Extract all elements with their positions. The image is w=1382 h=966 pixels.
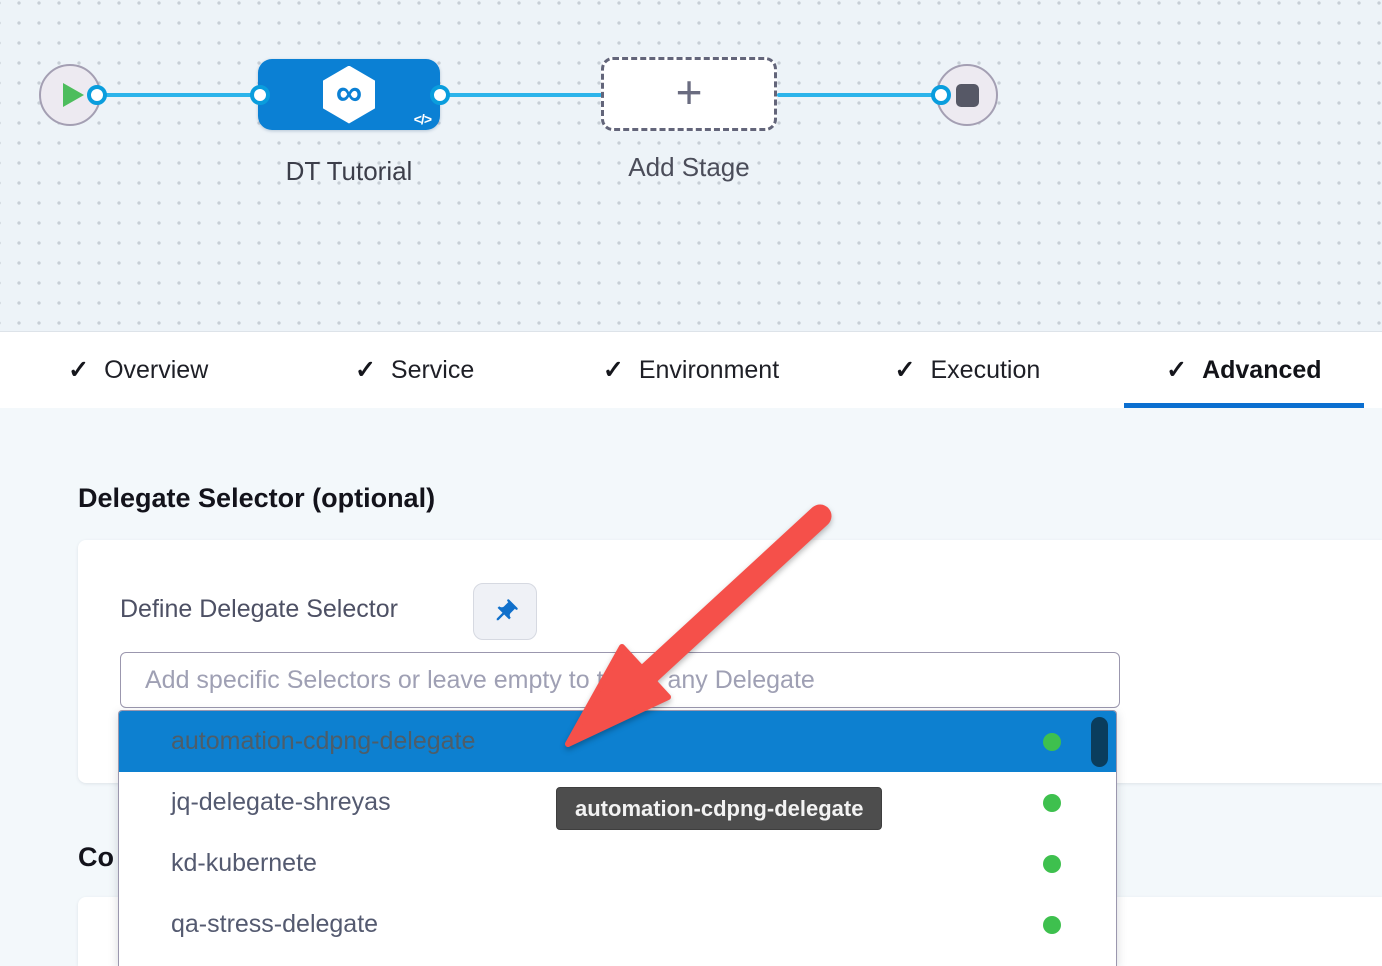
add-stage-button[interactable]: + [601,57,777,131]
check-icon: ✓ [894,356,916,384]
dropdown-scrollbar-thumb[interactable] [1091,717,1108,767]
dropdown-item-jq-delegate-shreyas[interactable]: jq-delegate-shreyas [119,772,1116,833]
pipeline-edge [440,93,602,97]
dropdown-item-label: automation-cdpng-delegate [171,727,476,755]
connector-port[interactable] [931,85,951,105]
delegate-dropdown-menu: automation-cdpng-delegate jq-delegate-sh… [118,710,1117,966]
connector-port[interactable] [250,85,270,105]
healthy-status-dot [1043,732,1061,751]
pushpin-icon [496,598,518,620]
check-icon: ✓ [1166,356,1188,384]
code-icon: </> [413,111,432,127]
pipeline-canvas[interactable]: ∞ </> DT Tutorial + Add Stage [0,0,1382,332]
tab-label: Service [390,355,475,384]
stage-label: DT Tutorial [285,156,413,186]
plus-icon: + [675,66,703,118]
delegate-selector-input[interactable] [120,652,1120,708]
tab-label: Execution [930,355,1041,384]
dropdown-item-label: kd-kubernete [171,849,317,877]
tab-label: Environment [638,355,780,384]
tab-service[interactable]: ✓ Service [276,332,552,408]
add-stage-label: Add Stage [628,152,750,182]
stage-node-dt-tutorial[interactable]: ∞ </> [258,59,440,130]
tab-execution[interactable]: ✓ Execution [829,332,1105,408]
pipeline-edge [97,93,262,97]
connector-port[interactable] [430,85,450,105]
tab-label: Advanced [1202,355,1322,384]
play-icon [62,83,84,107]
healthy-status-dot [1043,915,1061,934]
stage-tabbar: ✓ Overview ✓ Service ✓ Environment ✓ Exe… [0,332,1382,408]
stop-icon [955,83,979,107]
tab-overview[interactable]: ✓ Overview [0,332,276,408]
tab-environment[interactable]: ✓ Environment [553,332,829,408]
delegate-selector-heading: Delegate Selector (optional) [78,483,436,513]
dropdown-item-qa-stress-delegate[interactable]: qa-stress-delegate [119,894,1116,955]
pipeline-edge [777,93,942,97]
harness-cd-icon: ∞ [323,65,375,124]
healthy-status-dot [1043,854,1061,873]
partially-hidden-section-heading: Co [78,842,114,872]
tab-label: Overview [104,355,209,384]
check-icon: ✓ [602,356,624,384]
dropdown-item-automation-cdpng-delegate[interactable]: automation-cdpng-delegate [119,711,1116,772]
check-icon: ✓ [354,356,376,384]
healthy-status-dot [1043,793,1061,812]
connector-port[interactable] [87,85,107,105]
check-icon: ✓ [68,356,90,384]
pin-button[interactable] [473,583,537,640]
dropdown-item-label: qa-stress-delegate [171,910,379,938]
dropdown-item-kd-kubernete[interactable]: kd-kubernete [119,833,1116,894]
define-delegate-selector-label: Define Delegate Selector [120,595,398,623]
tab-advanced[interactable]: ✓ Advanced [1106,332,1382,408]
dropdown-item-label: jq-delegate-shreyas [171,788,391,816]
delegate-name-tooltip: automation-cdpng-delegate [556,787,883,830]
